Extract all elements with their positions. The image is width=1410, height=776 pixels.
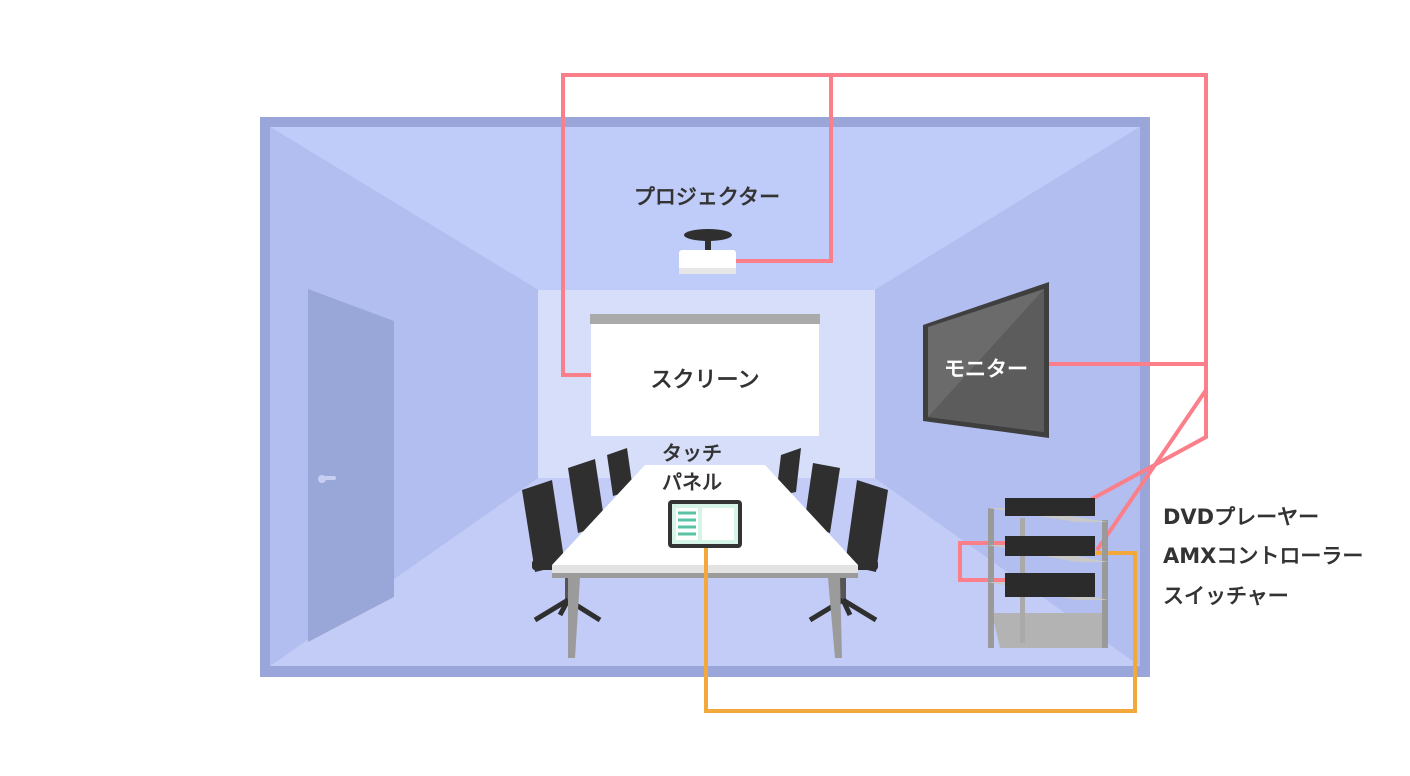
screen-face: [591, 324, 819, 436]
projector-icon: [679, 229, 736, 274]
chair-icon: [607, 448, 633, 496]
rack-icon: [988, 498, 1108, 648]
rack-label-switcher: スイッチャー: [1163, 584, 1289, 608]
cable-rack-switch: [1095, 388, 1208, 552]
monitor-label: モニター: [944, 357, 1028, 381]
cable-screen: [561, 73, 1208, 502]
monitor-icon: [923, 282, 1049, 438]
cable-rack-loop: [958, 541, 1008, 582]
ceiling: [270, 127, 1140, 290]
control-cable: [704, 548, 1137, 713]
hdmi-cables: [561, 73, 1208, 582]
touch-panel-icon: [668, 500, 742, 548]
touch-panel-label-line1: タッチ: [662, 441, 722, 465]
screen-icon: [590, 314, 820, 436]
cable-projector: [736, 75, 833, 263]
screen-label: スクリーン: [651, 368, 760, 393]
door-icon: [308, 289, 394, 642]
chair-icon: [804, 463, 840, 533]
touch-panel-label-line2: パネル: [662, 470, 722, 494]
rack-label-amx: AMXコントローラー: [1163, 544, 1363, 568]
projector-label: プロジェクター: [634, 185, 780, 209]
chair-icon: [568, 459, 605, 533]
rack-label-dvd: DVDプレーヤー: [1163, 505, 1319, 529]
screen-top-bar: [590, 314, 820, 324]
